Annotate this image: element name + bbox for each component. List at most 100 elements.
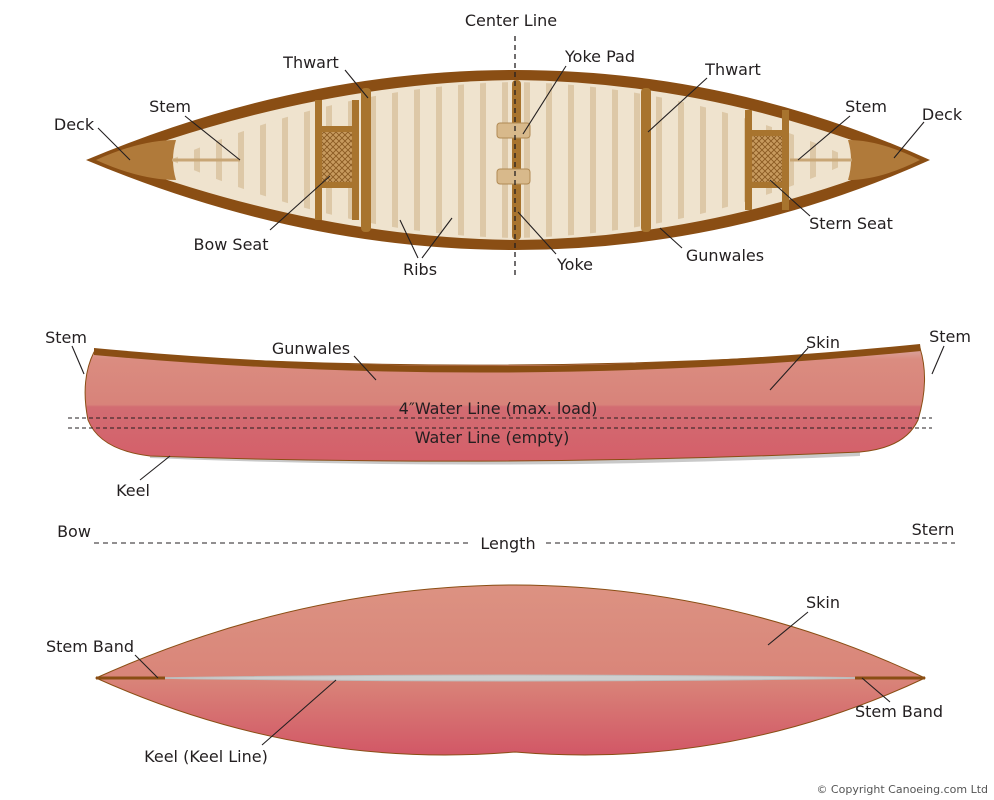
leader-thwart-left bbox=[344, 69, 369, 99]
leader-ribs-a bbox=[399, 219, 419, 259]
label-water-line-empty: Water Line (empty) bbox=[415, 428, 570, 447]
yoke-bar bbox=[512, 80, 521, 240]
leader-stem-side-left bbox=[71, 345, 85, 375]
rib-plank bbox=[370, 84, 376, 236]
rib-plank bbox=[601, 82, 607, 238]
rib-plank bbox=[557, 82, 563, 238]
rib-plank bbox=[447, 82, 453, 238]
label-stern: Stern bbox=[912, 520, 955, 539]
leader-deck-left bbox=[97, 127, 131, 161]
leader-yoke-pad bbox=[522, 65, 567, 135]
rib-plank bbox=[612, 82, 618, 238]
label-thwart-right: Thwart bbox=[704, 60, 761, 79]
leader-bow-seat bbox=[269, 175, 331, 231]
rib-plank bbox=[722, 89, 728, 231]
leader-stem-side-right bbox=[931, 345, 945, 375]
bow-seat-shape bbox=[315, 100, 359, 220]
label-water-line-max: 4″Water Line (max. load) bbox=[399, 399, 598, 418]
side-hull bbox=[84, 347, 926, 462]
deck-left-shape bbox=[96, 140, 176, 180]
label-stem-band-right: Stem Band bbox=[855, 702, 943, 721]
yoke-pad-upper bbox=[496, 122, 531, 139]
label-deck-left: Deck bbox=[54, 115, 95, 134]
rib-plank bbox=[469, 82, 475, 238]
rib-plank bbox=[634, 82, 640, 238]
rib-plank bbox=[392, 83, 398, 237]
rib-plank bbox=[579, 82, 585, 238]
label-gunwales-top: Gunwales bbox=[686, 246, 764, 265]
thwart-left-bar bbox=[361, 88, 371, 232]
leader-yoke bbox=[517, 211, 557, 255]
copyright-text: © Copyright Canoeing.com Ltd bbox=[816, 783, 988, 796]
rib-plank bbox=[260, 93, 266, 227]
top-view: Center Line Yoke Pad Thwart Thwart Stem … bbox=[54, 11, 963, 279]
rib-plank bbox=[436, 82, 442, 238]
leader-stem-left bbox=[184, 115, 241, 161]
rib-plank bbox=[711, 88, 717, 232]
label-stem-side-left: Stem bbox=[45, 328, 87, 347]
rib-plank bbox=[546, 82, 552, 238]
rib-plank bbox=[425, 82, 431, 238]
label-ribs: Ribs bbox=[403, 260, 437, 279]
rib-plank bbox=[590, 82, 596, 238]
leader-stern-seat bbox=[769, 179, 811, 217]
label-yoke: Yoke bbox=[556, 255, 593, 274]
label-gunwales-side: Gunwales bbox=[272, 339, 350, 358]
leader-gunwales-side bbox=[353, 355, 377, 381]
rib-plank bbox=[480, 82, 486, 238]
label-center-line: Center Line bbox=[465, 11, 557, 30]
side-keel bbox=[150, 452, 860, 465]
rib-plank bbox=[623, 82, 629, 238]
label-stem-side-right: Stem bbox=[929, 327, 971, 346]
rib-plank bbox=[678, 85, 684, 235]
label-skin-bottom: Skin bbox=[806, 593, 840, 612]
side-view: Stem Stem Gunwales Skin 4″Water Line (ma… bbox=[45, 327, 971, 500]
rib-plank bbox=[667, 84, 673, 236]
rib-plank bbox=[282, 91, 288, 229]
label-bow-seat: Bow Seat bbox=[193, 235, 268, 254]
bottom-hull bbox=[94, 584, 927, 756]
label-keel-side: Keel bbox=[116, 481, 150, 500]
rib-plank bbox=[403, 82, 409, 238]
leader-stem-band-right bbox=[861, 677, 891, 703]
leader-deck-right bbox=[893, 121, 925, 159]
rib-plank bbox=[414, 82, 420, 238]
leader-gunwales-top bbox=[659, 227, 683, 249]
rib-plank bbox=[458, 82, 464, 238]
label-bow: Bow bbox=[57, 522, 91, 541]
rib-plank bbox=[271, 92, 277, 228]
label-stem-band-left: Stem Band bbox=[46, 637, 134, 656]
label-thwart-left: Thwart bbox=[282, 53, 339, 72]
leader-skin-bottom bbox=[767, 611, 809, 646]
thwart-right-bar bbox=[641, 88, 651, 232]
label-skin-side: Skin bbox=[806, 333, 840, 352]
rib-plank bbox=[568, 82, 574, 238]
leader-skin-side bbox=[769, 347, 809, 391]
side-gunwale-strip bbox=[94, 344, 921, 373]
rib-plank bbox=[733, 89, 739, 231]
rib-plank bbox=[524, 82, 530, 238]
leader-keel-line bbox=[261, 679, 337, 746]
deck-right-shape bbox=[848, 140, 920, 180]
rib-plank bbox=[689, 86, 695, 234]
rib-plank bbox=[656, 84, 662, 236]
leader-thwart-right bbox=[647, 77, 708, 133]
leader-keel-side bbox=[139, 455, 171, 481]
stern-seat-shape bbox=[745, 110, 789, 210]
rib-plank bbox=[491, 82, 497, 238]
label-stem-top-right: Stem bbox=[845, 97, 887, 116]
label-stern-seat: Stern Seat bbox=[809, 214, 893, 233]
leader-ribs-b bbox=[421, 217, 453, 259]
label-deck-right: Deck bbox=[922, 105, 963, 124]
rib-plank bbox=[502, 82, 508, 238]
label-length: Length bbox=[480, 534, 535, 553]
yoke-pad-lower bbox=[496, 168, 531, 185]
rib-plank bbox=[700, 87, 706, 233]
rib-plank bbox=[381, 83, 387, 237]
rib-plank bbox=[293, 90, 299, 230]
label-yoke-pad: Yoke Pad bbox=[564, 47, 635, 66]
label-keel-line: Keel (Keel Line) bbox=[144, 747, 268, 766]
rib-plank bbox=[535, 82, 541, 238]
